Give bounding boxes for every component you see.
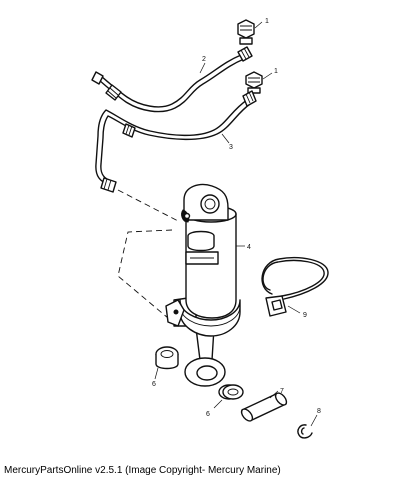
snap-ring[interactable] — [297, 414, 318, 439]
callout-fitting-top: 1 — [265, 18, 269, 25]
callout-snap-ring: 8 — [317, 408, 321, 415]
fitting-top[interactable] — [237, 19, 263, 45]
bushing-left[interactable] — [154, 346, 179, 380]
callout-cylinder: 4 — [247, 244, 251, 251]
callout-fitting-mid: 1 — [274, 68, 278, 75]
assembly-lines — [117, 189, 181, 319]
tube-upper[interactable] — [91, 46, 253, 113]
hose-clamp[interactable] — [261, 256, 329, 317]
trim-cylinder[interactable] — [165, 183, 245, 387]
parts-diagram: 1 1 2 3 — [91, 18, 329, 439]
pivot-pin[interactable] — [239, 390, 288, 423]
callout-tube-upper: 2 — [202, 56, 206, 63]
image-caption: MercuryPartsOnline v2.5.1 (Image Copyrig… — [4, 465, 281, 476]
callout-pin: 7 — [280, 388, 284, 395]
fitting-mid[interactable] — [245, 71, 273, 94]
bushing-right[interactable] — [213, 384, 244, 409]
callout-tube-lower: 3 — [229, 144, 233, 151]
tube-lower[interactable] — [95, 90, 257, 193]
callout-bushing-left: 6 — [152, 381, 156, 388]
callout-bushing-right: 6 — [206, 411, 210, 418]
callout-clamp: 9 — [303, 312, 307, 319]
